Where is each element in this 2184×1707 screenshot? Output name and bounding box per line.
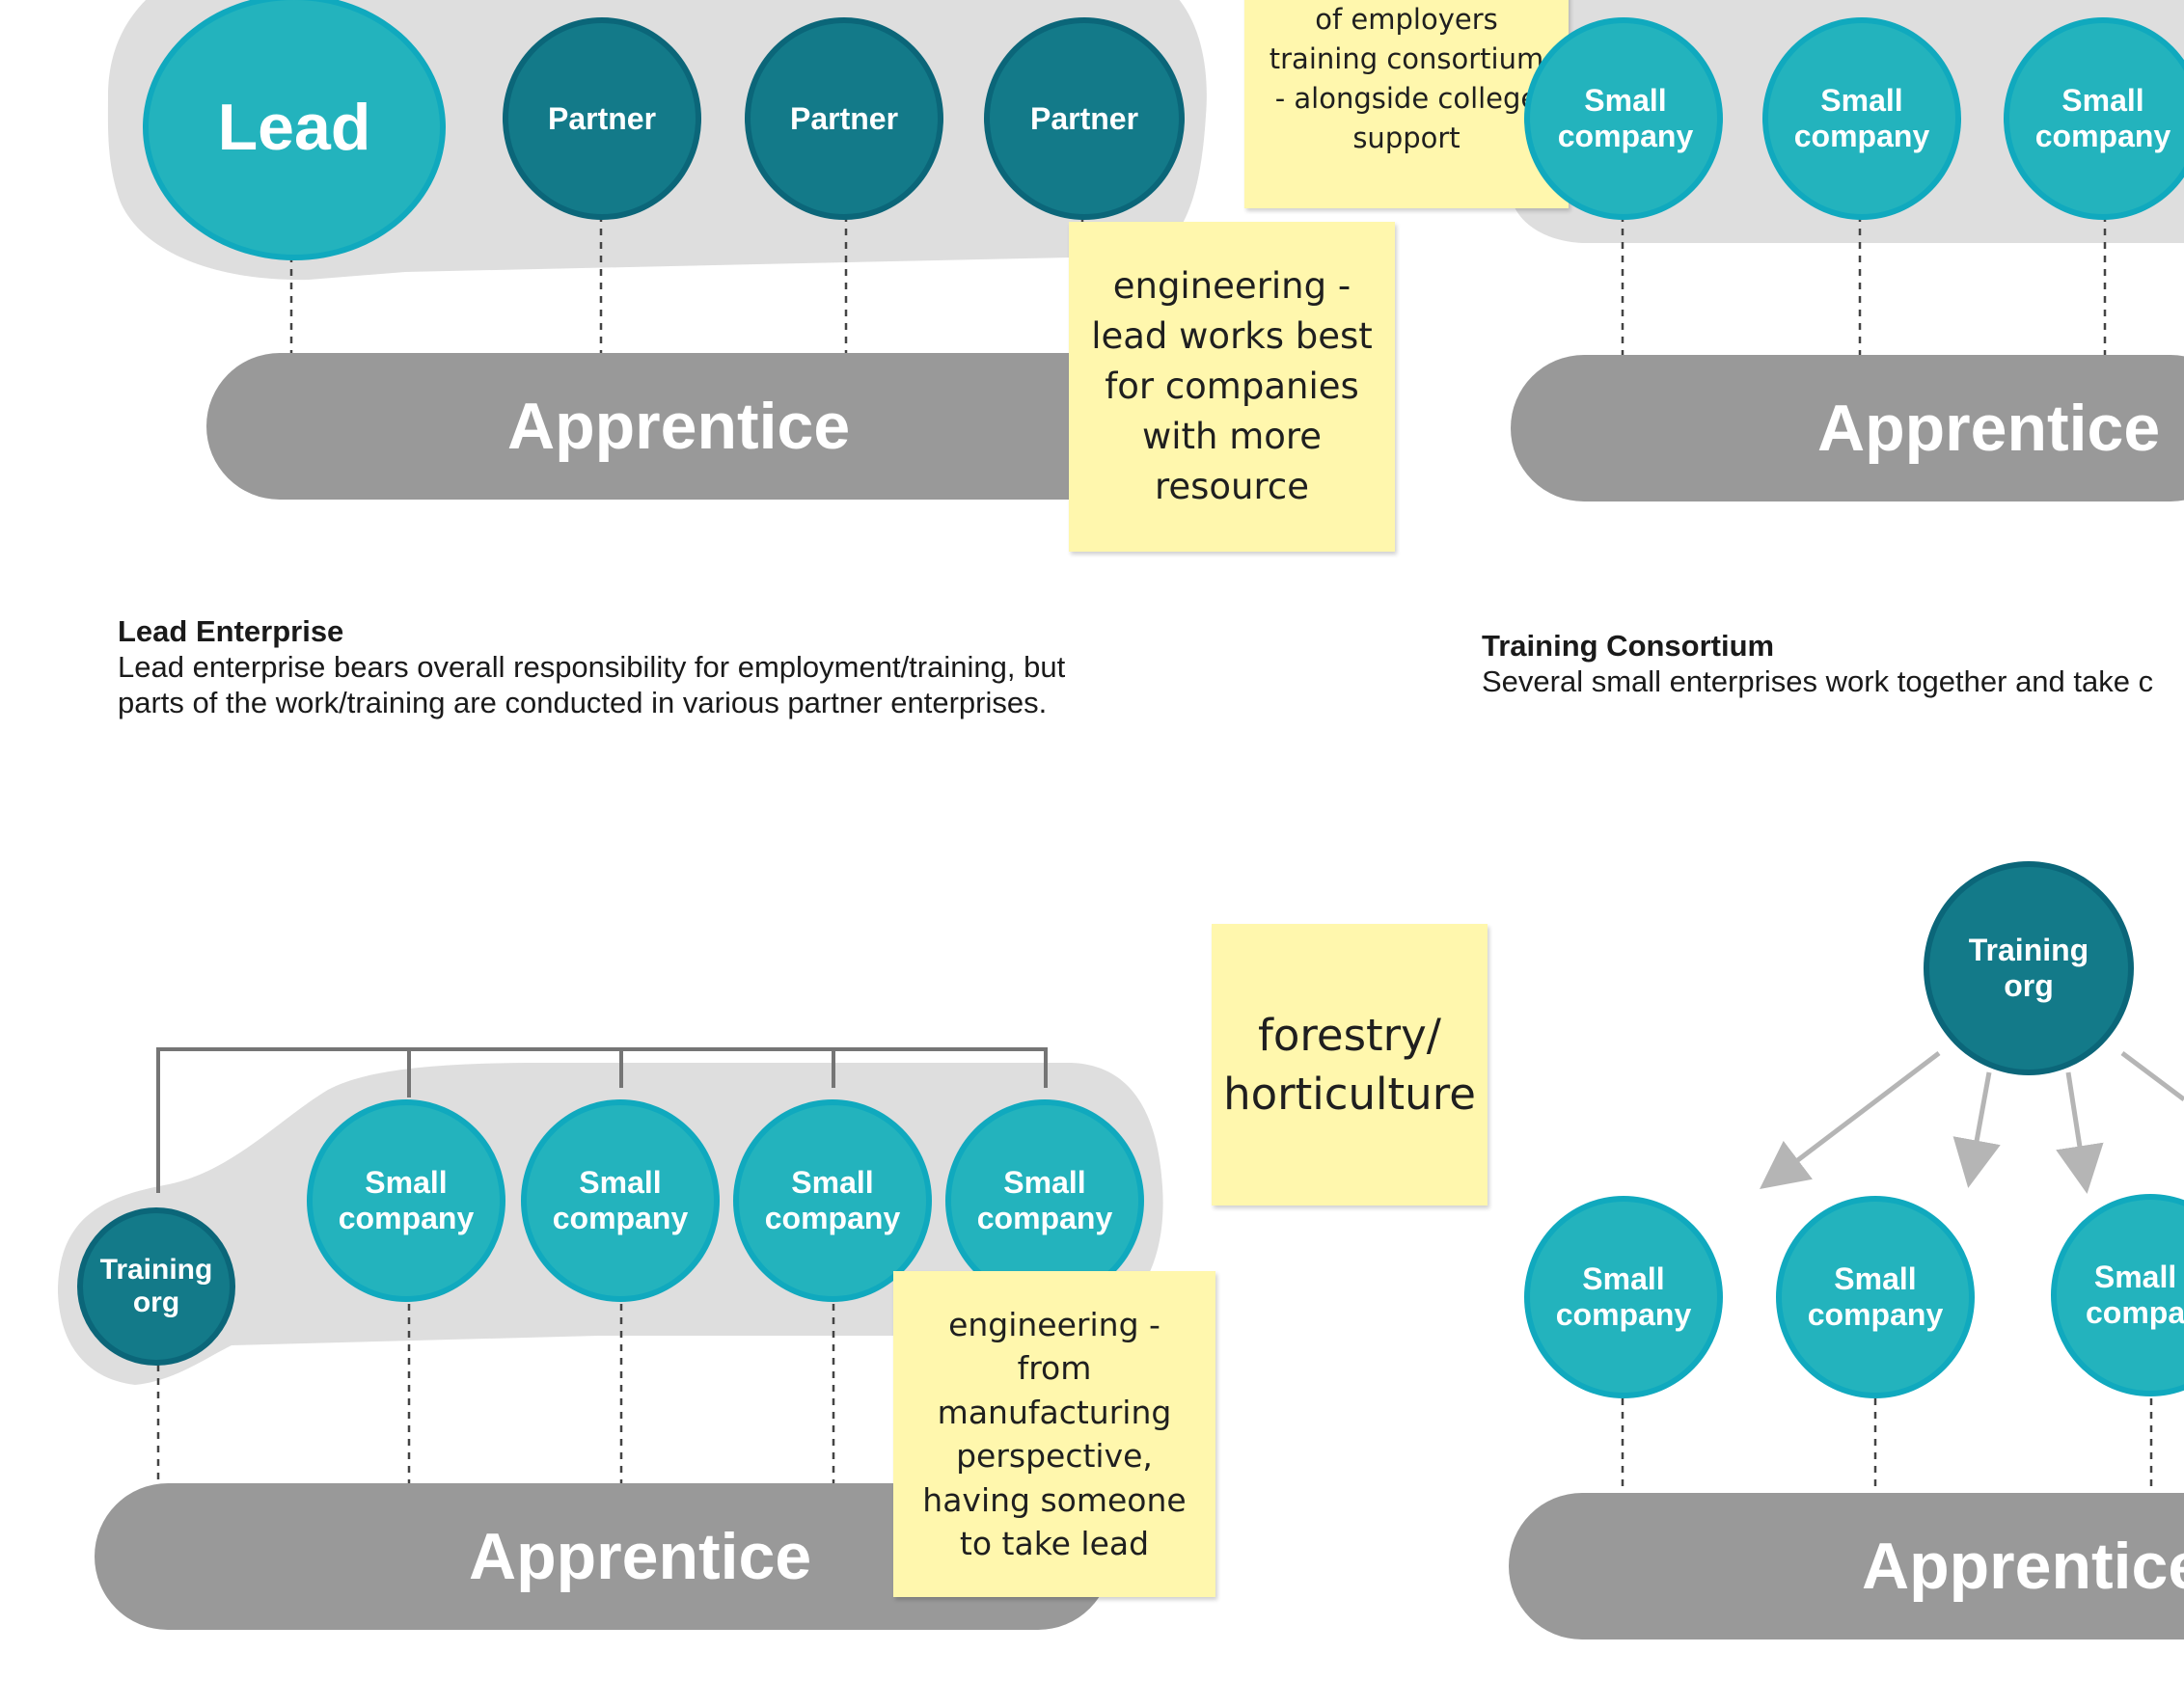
- small-company-circle: Small company: [1776, 1196, 1975, 1398]
- small-company-label: Small company: [1807, 1261, 1944, 1332]
- sticky-note-consortium: of employers training consortium - along…: [1244, 0, 1569, 208]
- partner-label: Partner: [1029, 100, 1139, 136]
- small-company-circle: Small company: [1524, 17, 1723, 220]
- partner-label: Partner: [547, 100, 657, 136]
- lead-enterprise-description: Lead Enterprise Lead enterprise bears ov…: [118, 613, 1065, 720]
- lead-enterprise-text: Lead enterprise bears overall responsibi…: [118, 650, 1066, 719]
- lead-circle: Lead: [143, 0, 446, 260]
- apprentice-bar: Apprentice: [1509, 1493, 2184, 1639]
- sticky-note-text: engineering - from manufacturing perspec…: [922, 1305, 1187, 1563]
- small-company-label: Small compa: [2086, 1260, 2184, 1330]
- small-company-circle: Small company: [1762, 17, 1961, 220]
- small-company-label: Small company: [1557, 83, 1694, 153]
- small-company-label: Small company: [1555, 1261, 1692, 1332]
- small-company-circle: Small company: [1524, 1196, 1723, 1398]
- sticky-note-engineering-lead: engineering - lead works best for compan…: [1069, 222, 1395, 552]
- training-org-label: Training org: [99, 1253, 213, 1319]
- apprentice-label: Apprentice: [1862, 1530, 2184, 1603]
- distribution-arrow: [1952, 1071, 2001, 1188]
- sticky-note-forestry: forestry/ horticulture: [1212, 924, 1488, 1206]
- small-company-label: Small company: [2034, 83, 2171, 153]
- distribution-arrow: [2120, 1051, 2184, 1101]
- partner-circle: Partner: [503, 17, 701, 220]
- small-company-circle: Small company: [2004, 17, 2184, 220]
- sticky-note-engineering-manufacturing: engineering - from manufacturing perspec…: [893, 1271, 1215, 1597]
- apprentice-label: Apprentice: [507, 390, 851, 463]
- small-company-label: Small company: [338, 1165, 475, 1235]
- distribution-arrow: [2056, 1071, 2104, 1194]
- lead-enterprise-heading: Lead Enterprise: [118, 614, 344, 648]
- connector-bracket: [156, 1047, 1048, 1193]
- small-company-label: Small company: [764, 1165, 901, 1235]
- small-company-label: Small company: [1793, 83, 1930, 153]
- small-company-label: Small company: [552, 1165, 689, 1235]
- small-company-circle: Small company: [307, 1099, 505, 1302]
- small-company-circle: Small company: [733, 1099, 932, 1302]
- lead-label: Lead: [217, 90, 371, 164]
- partner-circle: Partner: [745, 17, 943, 220]
- sticky-note-text: forestry/ horticulture: [1223, 1010, 1476, 1120]
- training-consortium-text: Several small enterprises work together …: [1482, 664, 2154, 698]
- partner-circle: Partner: [984, 17, 1185, 220]
- apprentice-label: Apprentice: [469, 1520, 812, 1593]
- training-consortium-description: Training Consortium Several small enterp…: [1482, 628, 2153, 699]
- apprentice-bar: Apprentice: [206, 353, 1171, 500]
- distribution-arrow: [1760, 1051, 1941, 1190]
- small-company-circle: Small company: [521, 1099, 720, 1302]
- training-consortium-heading: Training Consortium: [1482, 629, 1775, 663]
- sticky-note-text: of employers training consortium - along…: [1269, 3, 1544, 154]
- apprentice-label: Apprentice: [1817, 392, 2161, 465]
- partner-label: Partner: [789, 100, 899, 136]
- apprentice-bar: Apprentice: [1511, 355, 2184, 501]
- training-org-circle: Training org: [1924, 861, 2134, 1075]
- training-org-circle: Training org: [77, 1207, 235, 1366]
- training-org-label: Training org: [1968, 933, 2089, 1003]
- small-company-label: Small company: [976, 1165, 1113, 1235]
- sticky-note-text: engineering - lead works best for compan…: [1091, 265, 1373, 507]
